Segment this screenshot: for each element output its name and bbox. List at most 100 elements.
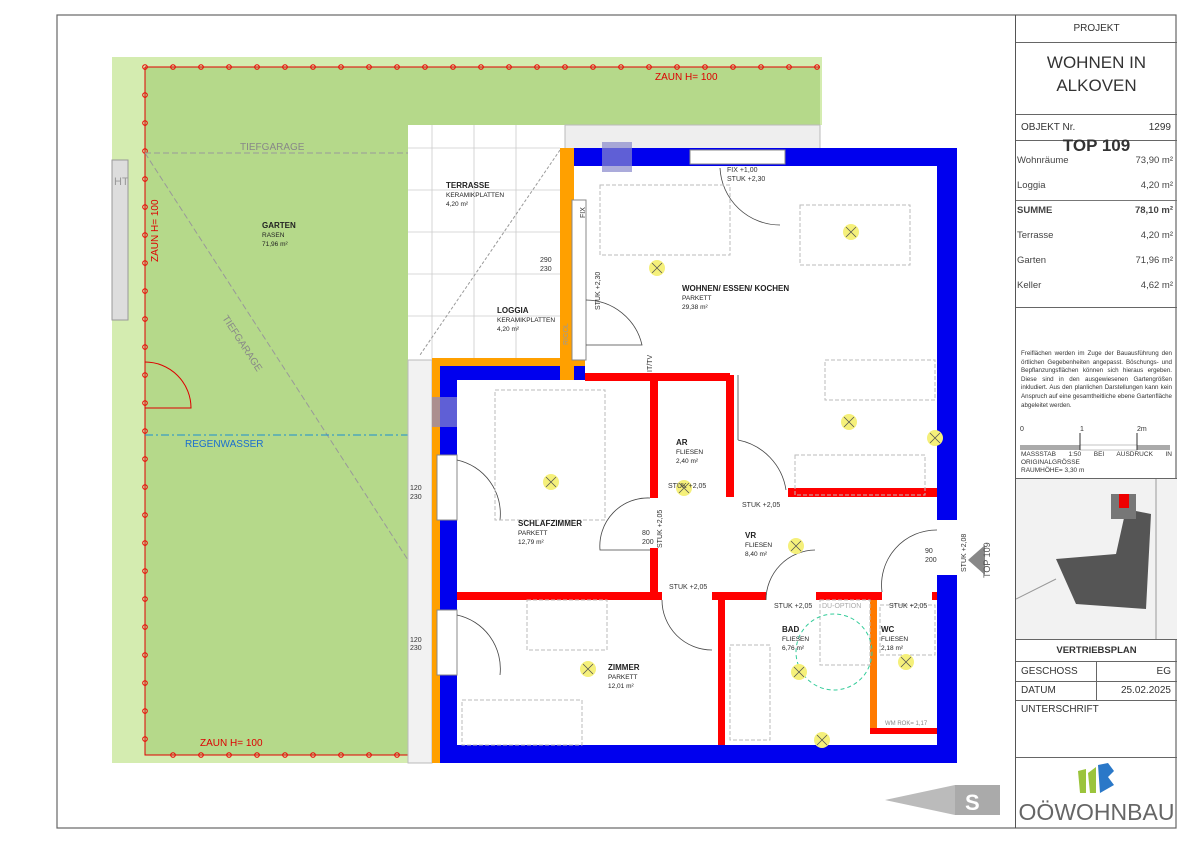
stuk-label: STUK +2,30: [595, 272, 602, 310]
ceiling-light-icon: [841, 414, 857, 430]
annotations: STUK +2,30 STUK +2,30 FIX FIX +1,00 290 …: [410, 167, 968, 727]
room-area: 4,20 m²: [497, 326, 520, 333]
fence-post: [142, 288, 148, 294]
scale-tick-label: 0: [1020, 426, 1024, 433]
shaft: [602, 142, 632, 172]
ceiling-lights: [543, 224, 943, 748]
fence-post: [254, 752, 260, 758]
fence-post: [226, 752, 232, 758]
site-plan-map: [1015, 478, 1177, 640]
north-arrow-glyph: S: [965, 790, 980, 815]
fence-post: [142, 736, 148, 742]
fence-posts: [142, 64, 820, 758]
fence-post: [450, 64, 456, 70]
project-name-line: ALKOVEN: [1056, 76, 1137, 95]
garden-gate: [144, 361, 192, 409]
fence-post: [170, 64, 176, 70]
fence-post: [422, 64, 428, 70]
fence-post: [142, 204, 148, 210]
turning-circle: [795, 613, 873, 691]
room-area: 29,38 m²: [682, 304, 708, 311]
fence-top-label: ZAUN H= 100: [655, 72, 718, 83]
stuk-label: STUK +2,05: [669, 584, 707, 591]
room-floor: FLIESEN: [676, 449, 703, 456]
fence-post: [394, 752, 400, 758]
room-area: 2,18 m²: [881, 645, 904, 652]
area-value: 71,96 m²: [1135, 255, 1174, 266]
room-floor: FLIESEN: [745, 542, 772, 549]
stuk-label: STUK +2,05: [657, 510, 664, 548]
stuk-label: STUK +2,08: [961, 534, 968, 572]
room-name: BAD: [782, 625, 800, 634]
area-label: Terrasse: [1017, 230, 1054, 241]
fence-post: [142, 568, 148, 574]
logo-wordmark: OÖWOHNBAU: [1018, 799, 1175, 825]
room-area: 12,01 m²: [608, 683, 634, 690]
fence-post: [730, 64, 736, 70]
fence-post: [142, 652, 148, 658]
fence-post: [142, 400, 148, 406]
logo-icon: [1078, 763, 1114, 793]
edge-text: HT: [114, 176, 129, 188]
stuk-label: STUK +2,30: [727, 176, 765, 183]
fence-left-label: ZAUN H= 100: [150, 199, 161, 262]
area-value: 73,90 m²: [1135, 155, 1174, 166]
it-tv-label: IT/TV: [647, 355, 654, 372]
fence-post: [226, 64, 232, 70]
room-name: AR: [676, 438, 688, 447]
fence-post: [142, 596, 148, 602]
room-floor: FLIESEN: [782, 636, 809, 643]
signature-label: UNTERSCHRIFT: [1021, 704, 1099, 715]
room-floor: PARKETT: [608, 674, 638, 681]
furniture: [461, 184, 936, 746]
stuk-label: STUK +2,05: [742, 502, 780, 509]
fence-bottom-label: ZAUN H= 100: [200, 738, 263, 749]
fence-post: [786, 64, 792, 70]
plan-type: VERTRIEBSPLAN: [1016, 640, 1177, 662]
scale-text: MASSSTAB 1:50 BEI AUSDRUCK IN ORIGINALGR…: [1021, 451, 1172, 475]
ceiling-light-icon: [898, 654, 914, 670]
ceiling-light-icon: [791, 664, 807, 680]
area-value: 4,20 m²: [1140, 180, 1173, 191]
scale-tick-label: 1: [1080, 426, 1084, 433]
project-name: WOHNEN IN ALKOVEN: [1016, 43, 1177, 115]
room-floor: KERAMIKPLATTEN: [497, 317, 555, 324]
floor-row: GESCHOSS EG: [1016, 662, 1177, 682]
area-label: SUMME: [1017, 205, 1053, 216]
fix-label: FIX +1,00: [727, 167, 758, 174]
room-name: SCHLAFZIMMER: [518, 519, 582, 528]
neighbor-element: [111, 159, 129, 321]
window-openings: [436, 149, 786, 676]
fence-post: [646, 64, 652, 70]
room-floor: PARKETT: [682, 295, 712, 302]
wc-wall: [870, 600, 877, 728]
dimension: 200: [925, 557, 937, 564]
washer-height-label: WM ROK= 1,17: [885, 721, 928, 727]
room-name: LOGGIA: [497, 306, 529, 315]
area-value: 78,10 m²: [1134, 205, 1173, 216]
fence-post: [142, 512, 148, 518]
signature-row: UNTERSCHRIFT: [1016, 701, 1177, 758]
fence-post: [142, 92, 148, 98]
ceiling-light-icon: [543, 474, 559, 490]
room-name: ZIMMER: [608, 663, 640, 672]
room-height: RAUMHÖHE= 3,30 m: [1021, 467, 1085, 474]
fence-post: [142, 344, 148, 350]
door-swings: [456, 167, 938, 676]
fence-post: [702, 64, 708, 70]
room-area: 71,96 m²: [262, 241, 288, 248]
area-label: Loggia: [1017, 180, 1046, 191]
sheet-frame: [56, 14, 1177, 829]
floor-label: GESCHOSS: [1021, 666, 1078, 677]
fence-post: [142, 120, 148, 126]
fence-post: [254, 64, 260, 70]
fence-post: [142, 708, 148, 714]
garden-lawn: [145, 67, 820, 755]
date-row: DATUM 25.02.2025: [1016, 682, 1177, 701]
logo-text: OÖWOHNBAU: [1016, 799, 1177, 826]
